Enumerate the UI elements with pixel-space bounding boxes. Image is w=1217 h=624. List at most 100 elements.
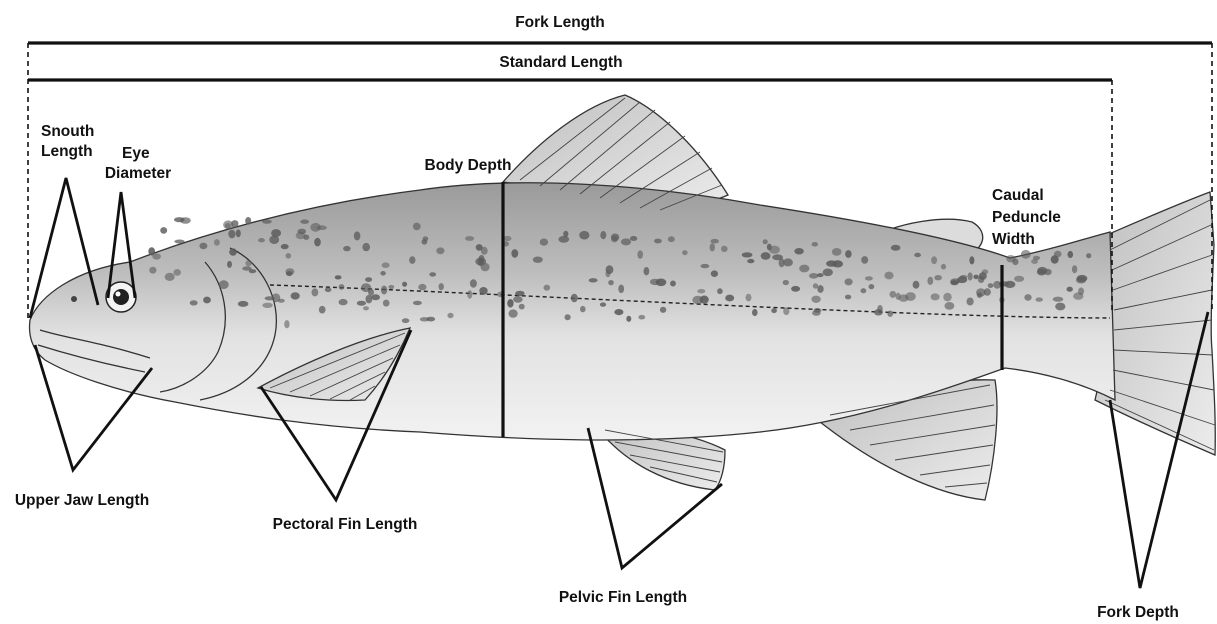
- body-spot: [409, 256, 415, 264]
- body-spot: [229, 248, 237, 255]
- body-spot: [746, 294, 752, 302]
- body-spot: [286, 253, 292, 259]
- standard-length-label: Standard Length: [499, 54, 622, 71]
- body-spot: [467, 290, 472, 298]
- body-spot: [357, 301, 366, 306]
- body-spot: [476, 244, 483, 251]
- body-spot: [905, 292, 916, 301]
- body-spot: [1086, 253, 1091, 258]
- body-spot: [621, 238, 631, 245]
- body-spot: [1024, 294, 1031, 301]
- body-spot: [611, 234, 619, 242]
- body-spot: [422, 239, 428, 244]
- fork-depth-label: Fork Depth: [1097, 604, 1179, 621]
- body-spot: [258, 238, 265, 242]
- body-spot: [761, 252, 771, 260]
- body-spot: [682, 250, 687, 255]
- body-spot: [817, 285, 823, 293]
- body-spot: [1072, 265, 1077, 273]
- body-spot: [845, 250, 852, 258]
- body-spot: [660, 307, 666, 313]
- body-spot: [563, 231, 568, 237]
- body-spot: [817, 273, 824, 277]
- body-spot: [203, 297, 211, 304]
- body-spot: [763, 239, 768, 244]
- body-spot: [238, 301, 249, 307]
- body-spot: [638, 315, 645, 320]
- body-spot: [1051, 255, 1059, 263]
- body-spot: [447, 313, 453, 318]
- body-spot: [644, 267, 650, 275]
- body-spot: [402, 282, 407, 287]
- body-spot: [941, 264, 946, 270]
- body-spot: [533, 257, 543, 263]
- body-spot: [799, 265, 809, 273]
- body-spot: [752, 309, 758, 316]
- body-spot: [811, 296, 820, 303]
- body-spot: [190, 300, 198, 305]
- body-spot: [742, 252, 753, 257]
- body-spot: [361, 283, 371, 292]
- body-spot: [697, 289, 705, 293]
- body-spot: [571, 294, 578, 303]
- body-spot: [845, 278, 853, 285]
- body-spot: [314, 238, 321, 247]
- body-spot: [1067, 287, 1073, 292]
- body-spot: [670, 281, 676, 287]
- body-spot: [637, 250, 643, 258]
- body-spot: [976, 288, 985, 297]
- body-spot: [891, 245, 901, 251]
- body-spot: [826, 260, 837, 266]
- body-spot: [214, 239, 220, 246]
- body-spot: [312, 288, 319, 296]
- body-spot: [832, 248, 842, 256]
- body-spot: [335, 275, 342, 279]
- body-spot: [630, 236, 637, 241]
- body-spot: [877, 305, 883, 313]
- body-spot: [479, 287, 487, 295]
- body-spot: [618, 285, 624, 294]
- body-spot: [823, 269, 833, 277]
- body-spot: [865, 276, 873, 280]
- body-spot: [1037, 269, 1046, 276]
- body-spot: [600, 302, 606, 306]
- body-spot: [148, 247, 155, 255]
- body-spot: [1021, 250, 1031, 259]
- body-spot: [884, 272, 893, 280]
- body-spot: [199, 243, 207, 250]
- body-spot: [362, 243, 370, 251]
- body-spot: [969, 256, 974, 264]
- body-spot: [508, 309, 517, 317]
- body-spot: [771, 308, 777, 313]
- body-spot: [286, 271, 293, 276]
- body-spot: [982, 269, 988, 274]
- body-spot: [174, 240, 184, 244]
- body-spot: [165, 273, 175, 281]
- body-spot: [278, 299, 285, 303]
- body-spot: [783, 307, 789, 315]
- body-spot: [236, 230, 241, 238]
- body-spot: [1014, 276, 1024, 282]
- body-spot: [1077, 275, 1088, 282]
- body-spot: [339, 284, 345, 290]
- body-spot: [896, 293, 901, 300]
- body-spot: [470, 279, 477, 287]
- body-spot: [973, 275, 978, 280]
- body-spot: [769, 246, 780, 254]
- body-spot: [219, 280, 229, 289]
- body-spot: [717, 288, 723, 294]
- body-spot: [519, 304, 525, 310]
- body-spot: [890, 291, 897, 298]
- body-spot: [927, 277, 933, 285]
- body-spot: [950, 280, 958, 285]
- body-spot: [710, 239, 719, 244]
- body-spot: [887, 311, 893, 317]
- body-spot: [656, 279, 667, 287]
- body-spot: [700, 296, 709, 304]
- body-spot: [319, 306, 326, 314]
- body-spot: [967, 298, 974, 306]
- body-spot: [173, 269, 181, 276]
- body-spot: [565, 314, 571, 320]
- body-spot: [845, 295, 851, 300]
